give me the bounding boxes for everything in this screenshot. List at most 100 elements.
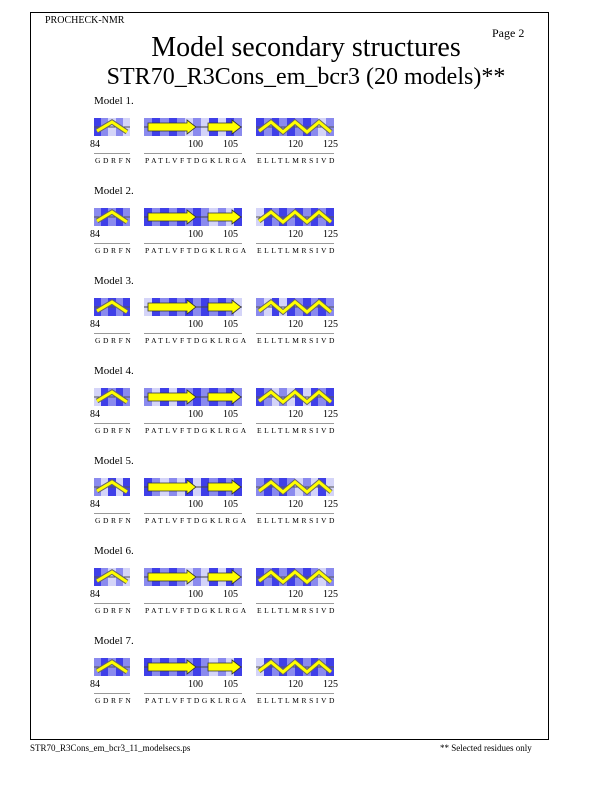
model-label: Model 5. — [94, 455, 134, 467]
helix-icon — [256, 298, 334, 316]
structure-segment — [256, 118, 335, 136]
sequence-rule — [144, 693, 242, 694]
page-number: Page 2 — [492, 26, 525, 40]
residue-number: 84 — [90, 679, 100, 690]
residue-number: 120 — [288, 409, 303, 420]
residue-number: 125 — [323, 499, 338, 510]
sequence-rule — [144, 603, 242, 604]
structure-segment — [94, 568, 131, 586]
sequence-text: GDRFN — [95, 336, 134, 345]
sequence-rule — [256, 513, 334, 514]
sequence-rule — [144, 333, 242, 334]
helix-icon — [256, 388, 334, 406]
residue-number: 120 — [288, 589, 303, 600]
residue-number: 120 — [288, 499, 303, 510]
structure-segment — [94, 658, 131, 676]
residue-number: 105 — [223, 139, 238, 150]
residue-number: 100 — [188, 409, 203, 420]
structure-segment — [256, 208, 335, 226]
sequence-rule — [144, 423, 242, 424]
page-subtitle: STR70_R3Cons_em_bcr3 (20 models)** — [106, 64, 506, 90]
residue-number: 125 — [323, 589, 338, 600]
model-label: Model 3. — [94, 275, 134, 287]
strand-arrow-icon — [144, 479, 242, 495]
structure-segment — [256, 298, 335, 316]
sequence-rule — [256, 333, 334, 334]
residue-number: 100 — [188, 229, 203, 240]
sequence-rule — [94, 603, 130, 604]
sequence-text: GDRFN — [95, 606, 134, 615]
residue-number: 125 — [323, 139, 338, 150]
structure-segment — [94, 298, 131, 316]
residue-number: 120 — [288, 319, 303, 330]
residue-number: 100 — [188, 589, 203, 600]
sequence-rule — [94, 333, 130, 334]
structure-segment — [94, 478, 131, 496]
model-label: Model 1. — [94, 95, 134, 107]
sequence-rule — [256, 603, 334, 604]
helix-icon — [256, 478, 334, 496]
helix-icon — [256, 658, 334, 676]
sequence-rule — [94, 153, 130, 154]
sequence-text: PATLVFTDGKLRGA — [145, 606, 249, 615]
model-label: Model 7. — [94, 635, 134, 647]
helix-icon — [94, 209, 130, 225]
structure-segment — [144, 568, 243, 586]
helix-icon — [256, 568, 334, 586]
residue-number: 84 — [90, 319, 100, 330]
strand-arrow-icon — [144, 569, 242, 585]
residue-number: 105 — [223, 589, 238, 600]
residue-number: 105 — [223, 229, 238, 240]
structure-segment — [94, 118, 131, 136]
residue-number: 120 — [288, 229, 303, 240]
structure-segment — [94, 208, 131, 226]
structure-segment — [256, 658, 335, 676]
sequence-text: ELLTLMRSIVD — [257, 246, 337, 255]
residue-number: 84 — [90, 589, 100, 600]
residue-number: 100 — [188, 679, 203, 690]
residue-number: 125 — [323, 679, 338, 690]
sequence-text: ELLTLMRSIVD — [257, 336, 337, 345]
residue-number: 120 — [288, 139, 303, 150]
helix-icon — [94, 119, 130, 135]
helix-icon — [94, 479, 130, 495]
helix-icon — [94, 659, 130, 675]
sequence-rule — [94, 693, 130, 694]
helix-icon — [94, 389, 130, 405]
residue-number: 105 — [223, 409, 238, 420]
sequence-text: ELLTLMRSIVD — [257, 426, 337, 435]
sequence-rule — [144, 243, 242, 244]
sequence-rule — [256, 423, 334, 424]
helix-icon — [256, 118, 334, 136]
program-name: PROCHECK-NMR — [45, 15, 125, 26]
structure-segment — [94, 388, 131, 406]
residue-number: 100 — [188, 499, 203, 510]
strand-arrow-icon — [144, 659, 242, 675]
sequence-text: PATLVFTDGKLRGA — [145, 156, 249, 165]
strand-arrow-icon — [144, 299, 242, 315]
footer-note: ** Selected residues only — [440, 743, 532, 753]
model-label: Model 2. — [94, 185, 134, 197]
sequence-text: GDRFN — [95, 156, 134, 165]
residue-number: 84 — [90, 139, 100, 150]
residue-number: 125 — [323, 319, 338, 330]
sequence-rule — [256, 243, 334, 244]
sequence-text: GDRFN — [95, 696, 134, 705]
residue-number: 100 — [188, 139, 203, 150]
sequence-text: GDRFN — [95, 246, 134, 255]
page-title: Model secondary structures — [151, 32, 461, 63]
footer-filename: STR70_R3Cons_em_bcr3_11_modelsecs.ps — [30, 743, 191, 753]
sequence-text: ELLTLMRSIVD — [257, 606, 337, 615]
helix-icon — [256, 208, 334, 226]
residue-number: 100 — [188, 319, 203, 330]
residue-number: 125 — [323, 409, 338, 420]
structure-segment — [256, 478, 335, 496]
sequence-rule — [256, 153, 334, 154]
helix-icon — [94, 569, 130, 585]
residue-number: 84 — [90, 409, 100, 420]
sequence-text: ELLTLMRSIVD — [257, 696, 337, 705]
